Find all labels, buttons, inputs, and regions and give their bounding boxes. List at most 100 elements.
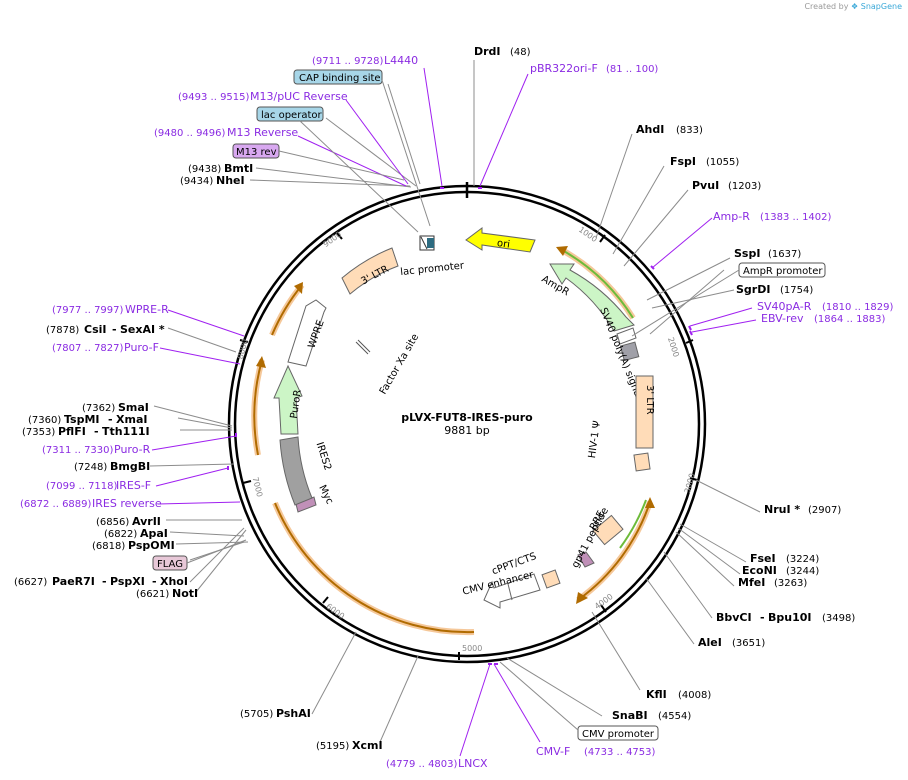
site-csii: CsiI	[84, 323, 106, 336]
box-cmvpro-label: CMV promoter	[582, 729, 655, 740]
hiv-label: HIV-1 Ψ	[587, 420, 603, 459]
primer-ampr: Amp-R	[713, 210, 750, 223]
primer-wprer-range: (7977 .. 7997)	[52, 305, 124, 316]
box-flag: FLAG	[152, 555, 188, 571]
box-lacop-label: lac operator	[261, 110, 322, 121]
site-alei: AleI	[698, 636, 722, 649]
site-sspi: SspI	[734, 247, 760, 260]
site-bpu10i: Bpu10I	[768, 611, 812, 624]
box-flag-label: FLAG	[157, 559, 183, 570]
tick-2000: 2000	[666, 336, 681, 358]
site-bmti-pos: (9438)	[188, 164, 221, 175]
site-bbvci-pos: (3498)	[822, 613, 855, 624]
site-econi: EcoNI	[742, 564, 777, 577]
primer-iresf-range: (7099 .. 7118)	[46, 481, 118, 492]
box-cap-label: CAP binding site	[299, 73, 381, 84]
hiv-feature	[633, 452, 651, 472]
site-sspi-pos: (1637)	[768, 249, 801, 260]
site-sgrdi-pos: (1754)	[780, 285, 813, 296]
ires-label: IRES2	[314, 441, 333, 472]
primer-m13puc: M13/pUC Reverse	[250, 90, 348, 103]
site-csii-pos: (7878)	[46, 325, 79, 336]
puro-feature	[273, 364, 303, 435]
primer-l4440: L4440	[384, 54, 418, 67]
site-kfli: KflI	[646, 688, 667, 701]
site-dash-3: -	[152, 575, 157, 588]
primer-purof-range: (7807 .. 7827)	[52, 343, 124, 354]
site-noti: NotI	[172, 587, 198, 600]
site-tth111i: Tth111I	[102, 425, 150, 438]
primer-lncx-range: (4779 .. 4803)	[386, 759, 458, 770]
site-snabi-pos: (4554)	[658, 711, 691, 722]
site-drdi: DrdI	[474, 45, 501, 58]
box-leader-lines	[186, 79, 740, 731]
ires-feature	[279, 436, 313, 506]
site-fspi: FspI	[670, 155, 696, 168]
tick-marks	[239, 232, 698, 660]
primer-ampr-range: (1383 .. 1402)	[760, 212, 832, 223]
site-kfli-pos: (4008)	[678, 690, 711, 701]
orf-arrowheads	[256, 246, 655, 604]
primer-markers	[227, 187, 693, 665]
site-pshai: PshAI	[276, 707, 311, 720]
primer-lncx: LNCX	[458, 757, 488, 770]
lac-promoter-feature	[419, 235, 435, 251]
myc-label: Myc	[316, 483, 335, 506]
ori-feature	[465, 227, 536, 253]
site-dash-4: -	[94, 425, 99, 438]
site-smai: SmaI	[118, 401, 149, 414]
site-pspomi-pos: (6818)	[92, 541, 125, 552]
primer-sv40par-range: (1810 .. 1829)	[822, 302, 894, 313]
site-fsei: FseI	[750, 552, 776, 565]
cppt-feature	[541, 569, 561, 589]
site-nhei: NheI	[216, 174, 245, 187]
primer-pbr322ori-range: (81 .. 100)	[606, 64, 658, 75]
site-noti-pos: (6621)	[136, 589, 169, 600]
site-xhoi: XhoI	[160, 575, 188, 588]
factorxa-label: Factor Xa site	[378, 332, 422, 396]
site-tspmi-pos: (7360)	[28, 415, 61, 426]
site-xcmi-pos: (5195)	[316, 741, 349, 752]
amppro-feature	[616, 327, 637, 345]
snapgene-logo-icon: ❖	[851, 2, 859, 11]
puro-label: PuroR	[289, 389, 304, 419]
site-dash-5: -	[108, 413, 113, 426]
site-paer7i-pos: (6627)	[14, 577, 47, 588]
primer-leader-lines	[151, 67, 757, 757]
site-fspi-pos: (1055)	[706, 157, 739, 168]
primer-l4440-range: (9711 .. 9728)	[312, 56, 384, 67]
primer-ebvrev-range: (1864 .. 1883)	[814, 314, 886, 325]
tick-1000: 1000	[577, 225, 599, 244]
site-avrii: AvrII	[132, 515, 161, 528]
site-pspxi: PspXI	[110, 575, 145, 588]
site-apai: ApaI	[140, 527, 168, 540]
primer-m13puc-range: (9493 .. 9515)	[178, 92, 250, 103]
primer-cmvf: CMV-F	[536, 745, 570, 758]
cmv-enhancer-feature	[483, 573, 541, 609]
site-nrui-pos: (2907)	[808, 505, 841, 516]
site-pvui-pos: (1203)	[728, 181, 761, 192]
watermark: Created by ❖ SnapGene	[804, 2, 902, 11]
plasmid-size: 9881 bp	[444, 424, 489, 437]
site-sexai: SexAI *	[120, 323, 165, 336]
primer-purof: Puro-F	[124, 341, 159, 354]
box-cmvpro: CMV promoter	[577, 725, 659, 741]
rre-feature	[592, 514, 624, 546]
site-xcmi: XcmI	[352, 739, 383, 752]
primer-iresrev: IRES reverse	[92, 497, 162, 510]
site-drdi-pos: (48)	[510, 47, 531, 58]
tick-7000: 7000	[251, 476, 265, 498]
primer-cmvf-range: (4733 .. 4753)	[584, 747, 656, 758]
box-m13rev: M13 rev	[232, 143, 280, 159]
site-pshai-pos: (5705)	[240, 709, 273, 720]
site-avrii-pos: (6856)	[96, 517, 129, 528]
tick-5000: 5000	[462, 644, 482, 653]
box-m13rev-label: M13 rev	[236, 147, 277, 158]
primer-pbr322ori: pBR322ori-F	[530, 62, 598, 75]
box-cap: CAP binding site	[293, 69, 383, 85]
site-nrui: NruI *	[764, 503, 800, 516]
brand-text: SnapGene	[860, 2, 902, 11]
site-dash-6: -	[112, 323, 117, 336]
site-ahdi-pos: (833)	[676, 125, 703, 136]
box-lacop: lac operator	[256, 106, 324, 122]
